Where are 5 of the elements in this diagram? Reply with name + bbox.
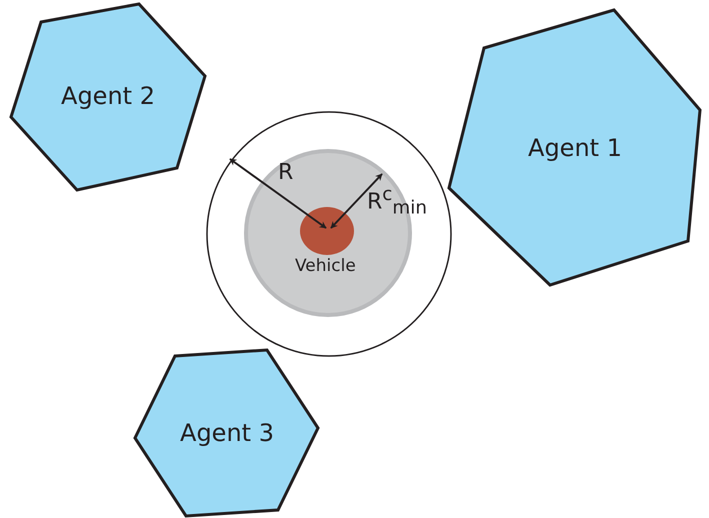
agent-label: Agent 3 (179, 419, 275, 447)
vehicle-label: Vehicle (295, 258, 356, 275)
agent-label: Agent 1 (527, 134, 623, 162)
agent-label: Agent 2 (60, 82, 156, 110)
radius-label: R (278, 162, 294, 184)
